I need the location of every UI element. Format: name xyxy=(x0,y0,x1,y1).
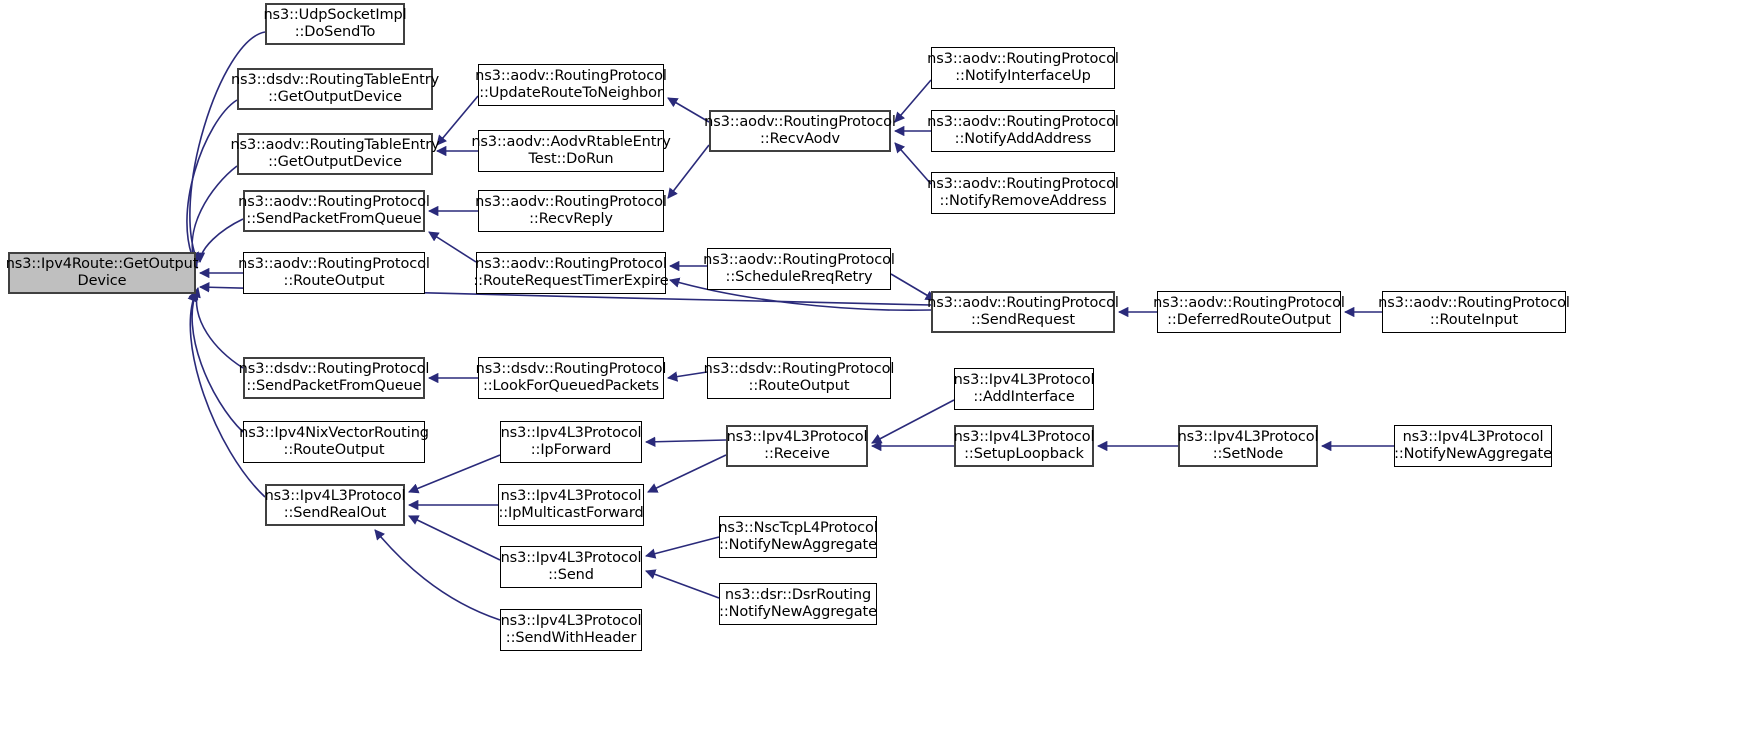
graph-node-label: ns3::aodv::RoutingProtocol ::ScheduleRre… xyxy=(703,251,895,285)
graph-node-label: ns3::Ipv4L3Protocol ::SendRealOut xyxy=(264,487,406,521)
graph-node-label: ns3::Ipv4L3Protocol ::Send xyxy=(500,549,642,583)
graph-node[interactable]: ns3::Ipv4L3Protocol ::AddInterface xyxy=(954,368,1095,410)
graph-node-label: ns3::aodv::RoutingProtocol ::RouteOutput xyxy=(238,255,430,289)
graph-node-label: ns3::Ipv4L3Protocol ::SetNode xyxy=(1177,428,1319,462)
graph-node[interactable]: ns3::aodv::RoutingProtocol ::SendRequest xyxy=(927,291,1119,333)
graph-node-label: ns3::Ipv4L3Protocol ::IpForward xyxy=(500,424,642,458)
graph-node-label: ns3::UdpSocketImpl ::DoSendTo xyxy=(263,6,407,40)
graph-node[interactable]: ns3::aodv::RoutingProtocol ::RouteOutput xyxy=(238,252,430,294)
graph-node-label: ns3::dsdv::RoutingProtocol ::SendPacketF… xyxy=(238,360,430,394)
graph-node[interactable]: ns3::dsdv::RoutingTableEntry ::GetOutput… xyxy=(231,68,439,110)
graph-node[interactable]: ns3::dsdv::RoutingProtocol ::RouteOutput xyxy=(704,357,894,399)
graph-node[interactable]: ns3::Ipv4L3Protocol ::IpForward xyxy=(500,421,642,463)
graph-edge xyxy=(645,569,720,599)
graph-node-label: ns3::Ipv4L3Protocol ::SetupLoopback xyxy=(953,428,1095,462)
graph-node[interactable]: ns3::Ipv4L3Protocol ::SetNode xyxy=(1178,425,1319,467)
graph-node[interactable]: ns3::aodv::RoutingProtocol ::RecvReply xyxy=(475,190,667,232)
graph-node[interactable]: ns3::aodv::RoutingProtocol ::ScheduleRre… xyxy=(703,248,895,290)
graph-edge xyxy=(190,286,244,369)
graph-node[interactable]: ns3::aodv::RoutingProtocol ::NotifyRemov… xyxy=(927,172,1119,214)
graph-edge xyxy=(871,399,955,444)
graph-node[interactable]: ns3::aodv::RoutingProtocol ::SendPacketF… xyxy=(238,190,430,232)
graph-node-label: ns3::aodv::RoutingProtocol ::RouteInput xyxy=(1378,294,1570,328)
graph-node[interactable]: ns3::aodv::RoutingProtocol ::DeferredRou… xyxy=(1153,291,1345,333)
graph-edge xyxy=(644,536,720,559)
graph-node[interactable]: ns3::Ipv4L3Protocol ::IpMulticastForward xyxy=(498,484,644,526)
graph-node[interactable]: ns3::Ipv4L3Protocol ::SetupLoopback xyxy=(954,425,1095,467)
graph-node-label: ns3::NscTcpL4Protocol ::NotifyNewAggrega… xyxy=(718,519,878,553)
graph-node[interactable]: ns3::aodv::RoutingProtocol ::NotifyAddAd… xyxy=(927,110,1119,152)
graph-node[interactable]: ns3::aodv::RoutingProtocol ::NotifyInter… xyxy=(927,47,1119,89)
graph-node-label: ns3::Ipv4L3Protocol ::Receive xyxy=(726,428,868,462)
graph-node[interactable]: ns3::aodv::RoutingProtocol ::RecvAodv xyxy=(704,110,896,152)
graph-node-focus[interactable]: ns3::Ipv4Route::GetOutput Device xyxy=(6,252,198,294)
graph-node[interactable]: ns3::Ipv4L3Protocol ::Send xyxy=(500,546,642,588)
graph-node-label: ns3::aodv::RoutingProtocol ::RouteReques… xyxy=(473,255,669,289)
graph-node-label: ns3::dsdv::RoutingProtocol ::RouteOutput xyxy=(703,360,895,394)
graph-node-label: ns3::aodv::RoutingProtocol ::SendPacketF… xyxy=(238,193,430,227)
graph-node-label: ns3::aodv::RoutingProtocol ::UpdateRoute… xyxy=(475,67,667,101)
graph-node-label: ns3::Ipv4NixVectorRouting ::RouteOutput xyxy=(239,424,429,458)
graph-edge xyxy=(408,515,501,561)
graph-node[interactable]: ns3::dsr::DsrRouting ::NotifyNewAggregat… xyxy=(719,583,877,625)
graph-node[interactable]: ns3::aodv::AodvRtableEntry Test::DoRun xyxy=(471,130,671,172)
graph-node-label: ns3::Ipv4L3Protocol ::SendWithHeader xyxy=(500,612,642,646)
graph-node[interactable]: ns3::Ipv4L3Protocol ::NotifyNewAggregate xyxy=(1394,425,1552,467)
graph-node[interactable]: ns3::NscTcpL4Protocol ::NotifyNewAggrega… xyxy=(718,516,878,558)
graph-edge xyxy=(188,165,238,269)
graph-edge xyxy=(644,436,727,447)
graph-node-label: ns3::aodv::RoutingProtocol ::RecvReply xyxy=(475,193,667,227)
graph-node-label: ns3::dsdv::RoutingTableEntry ::GetOutput… xyxy=(230,71,440,105)
graph-node-label: ns3::aodv::AodvRtableEntry Test::DoRun xyxy=(471,133,671,167)
graph-node[interactable]: ns3::aodv::RoutingProtocol ::UpdateRoute… xyxy=(475,64,667,106)
graph-edge xyxy=(647,454,727,493)
graph-edge xyxy=(186,99,238,266)
graph-node[interactable]: ns3::UdpSocketImpl ::DoSendTo xyxy=(263,3,407,45)
graph-node-label: ns3::dsdv::RoutingProtocol ::LookForQueu… xyxy=(475,360,667,394)
graph-node-label: ns3::Ipv4L3Protocol ::AddInterface xyxy=(953,371,1095,405)
graph-node[interactable]: ns3::aodv::RoutingTableEntry ::GetOutput… xyxy=(230,133,440,175)
graph-node-label: ns3::dsr::DsrRouting ::NotifyNewAggregat… xyxy=(719,586,877,620)
graph-node-label: ns3::aodv::RoutingProtocol ::NotifyAddAd… xyxy=(927,113,1119,147)
graph-node[interactable]: ns3::Ipv4L3Protocol ::SendRealOut xyxy=(265,484,406,526)
graph-node-label: ns3::aodv::RoutingProtocol ::DeferredRou… xyxy=(1153,294,1345,328)
graph-node-label: ns3::aodv::RoutingProtocol ::RecvAodv xyxy=(704,113,896,147)
graph-node-label: ns3::Ipv4Route::GetOutput Device xyxy=(5,255,199,289)
graph-node-label: ns3::aodv::RoutingProtocol ::NotifyRemov… xyxy=(927,175,1119,209)
graph-node-label: ns3::aodv::RoutingTableEntry ::GetOutput… xyxy=(230,136,440,170)
graph-node[interactable]: ns3::dsdv::RoutingProtocol ::LookForQueu… xyxy=(476,357,666,399)
graph-node-label: ns3::Ipv4L3Protocol ::IpMulticastForward xyxy=(498,487,644,521)
graph-node-label: ns3::aodv::RoutingProtocol ::NotifyInter… xyxy=(927,50,1119,84)
graph-node[interactable]: ns3::dsdv::RoutingProtocol ::SendPacketF… xyxy=(239,357,429,399)
graph-node[interactable]: ns3::aodv::RoutingProtocol ::RouteInput xyxy=(1378,291,1570,333)
graph-node-label: ns3::Ipv4L3Protocol ::NotifyNewAggregate xyxy=(1394,428,1552,462)
graph-node[interactable]: ns3::Ipv4L3Protocol ::Receive xyxy=(726,425,868,467)
graph-node[interactable]: ns3::Ipv4L3Protocol ::SendWithHeader xyxy=(500,609,642,651)
graph-node-label: ns3::aodv::RoutingProtocol ::SendRequest xyxy=(927,294,1119,328)
graph-node[interactable]: ns3::Ipv4NixVectorRouting ::RouteOutput xyxy=(239,421,429,463)
graph-node[interactable]: ns3::aodv::RoutingProtocol ::RouteReques… xyxy=(473,252,669,294)
graph-edge xyxy=(374,529,501,621)
